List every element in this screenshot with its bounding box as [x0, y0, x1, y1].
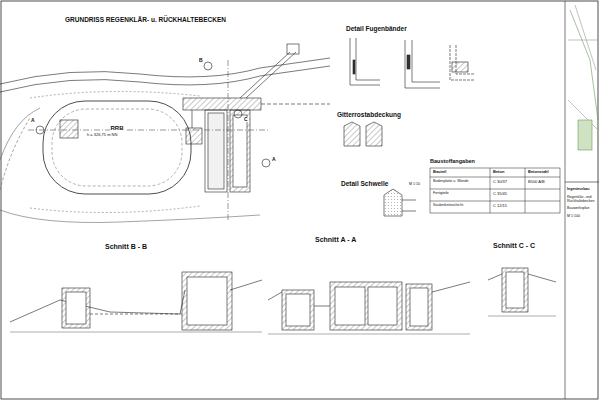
table-cell: Bodenplatte u. Wände — [432, 180, 470, 184]
basin-outline: RRB — [42, 100, 192, 195]
title-block-text: Regenklär- und Rückhaltebecken — [567, 196, 597, 204]
table-cell: C 35/45 — [492, 192, 508, 196]
table-cell: Bauteil — [432, 170, 447, 174]
section-marker: B — [198, 58, 204, 63]
table-heading: Baustoffangaben — [430, 159, 560, 165]
section-marker: A — [30, 118, 36, 123]
material-table: Baustoffangaben — [430, 159, 560, 168]
table-cell: C 30/37 — [492, 180, 508, 184]
detail-heading: Detail Schwelle — [340, 181, 389, 188]
section-heading: Schnitt A - A — [314, 236, 357, 243]
table-cell: B500 A/B — [527, 180, 546, 184]
section-marker: C — [243, 117, 249, 122]
table-cell: Betonstahl — [527, 170, 550, 174]
table-cell: C 12/15 — [492, 204, 508, 208]
title-block-text: M 1:100 — [567, 215, 597, 219]
title-block-text: Ingenieurbau — [567, 188, 597, 192]
title-block-text: Bauwerksplan — [567, 207, 597, 211]
basin-label: RRB — [110, 125, 125, 131]
title-block: IngenieurbauRegenklär- und Rückhaltebeck… — [566, 186, 598, 396]
table-cell: Sauberkeitsschicht — [432, 204, 464, 208]
table-cell: Beton — [492, 170, 505, 174]
level-note: h = 326,75 m NN — [86, 133, 118, 137]
drawing-title: GRUNDRISS REGENKLÄR- u. RÜCKHALTEBECKEN — [64, 17, 227, 24]
table-cell: Fertigteile — [432, 192, 450, 196]
section-heading: Schnitt B - B — [104, 243, 148, 250]
detail-heading: Gitterrostabdeckung — [336, 112, 402, 119]
detail-heading: Detail Fugenbänder — [345, 26, 408, 33]
section-marker: A — [271, 157, 277, 162]
section-heading: Schnitt C - C — [492, 242, 536, 249]
basin-shape — [42, 100, 192, 195]
scale-note: M 1:10 — [408, 183, 421, 187]
